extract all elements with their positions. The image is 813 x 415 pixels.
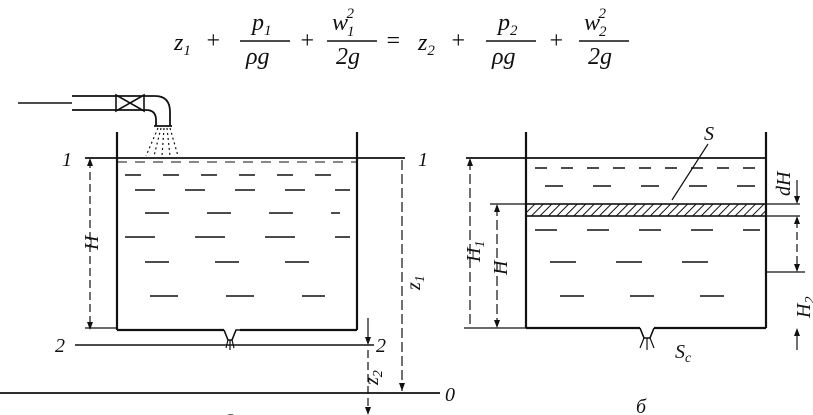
eq-2g-1: 2g <box>336 44 360 70</box>
eq-plus-4: + <box>548 28 564 54</box>
eq-w1-squared: w12 <box>332 6 355 40</box>
eq-rho-g-1: ρg <box>245 44 270 70</box>
caption-a: a <box>224 407 234 415</box>
tank-b: S dH H1 H H2 Sc б <box>463 123 813 415</box>
eq-equals: = <box>385 28 401 54</box>
label-h1: H1 <box>463 241 488 263</box>
label-level-1-left: 1 <box>62 149 72 171</box>
label-orifice-sc: Sc <box>675 341 692 366</box>
eq-p2: p2 <box>496 10 518 39</box>
label-level-2-left: 2 <box>55 335 65 357</box>
valve-icon <box>115 93 145 113</box>
inflow-pipe <box>18 95 172 127</box>
label-z2: z2 <box>361 370 386 386</box>
liquid-b <box>535 167 760 297</box>
s-leader <box>671 143 709 201</box>
eq-z2: z2 <box>417 30 435 59</box>
label-datum-0: 0 <box>445 384 455 406</box>
outlet-nozzle <box>223 329 240 341</box>
eq-plus-1: + <box>205 28 221 54</box>
h2-dimension <box>766 232 805 350</box>
eq-2g-2: 2g <box>588 44 612 70</box>
layer-ds <box>525 203 767 217</box>
label-height-h: H <box>81 234 103 251</box>
bernoulli-equation: z1 + p1 ρg + w12 2g = z2 + p2 ρg + w22 2… <box>173 6 629 70</box>
eq-rho-g-2: ρg <box>491 44 516 70</box>
liquid-a <box>125 174 350 297</box>
label-z1: z1 <box>403 275 428 291</box>
label-level-2-right: 2 <box>376 335 386 357</box>
label-level-1-right: 1 <box>418 149 428 171</box>
dh-dimension <box>794 180 800 228</box>
eq-z1: z1 <box>173 30 191 59</box>
label-area-s: S <box>704 123 714 145</box>
z2-dimension <box>365 318 371 415</box>
label-h: H <box>490 259 512 276</box>
tank-diagrams: 1 1 2 2 0 H z1 z2 a <box>0 93 813 415</box>
eq-p1: p1 <box>250 10 272 39</box>
tank-a: 1 1 2 2 0 H z1 z2 a <box>0 93 455 415</box>
orifice-nozzle <box>639 327 655 339</box>
jet-icon <box>639 337 655 350</box>
eq-plus-2: + <box>299 28 315 54</box>
h1-dimension <box>464 158 526 329</box>
eq-plus-3: + <box>450 28 466 54</box>
spray-icon <box>145 127 179 157</box>
label-dh: dH <box>773 170 795 196</box>
z1-dimension <box>399 160 405 391</box>
height-h-dimension <box>85 158 117 330</box>
label-h2: H2 <box>793 297 813 319</box>
h-dimension <box>494 204 500 328</box>
eq-w2-squared: w22 <box>584 6 607 40</box>
caption-b: б <box>636 396 647 415</box>
